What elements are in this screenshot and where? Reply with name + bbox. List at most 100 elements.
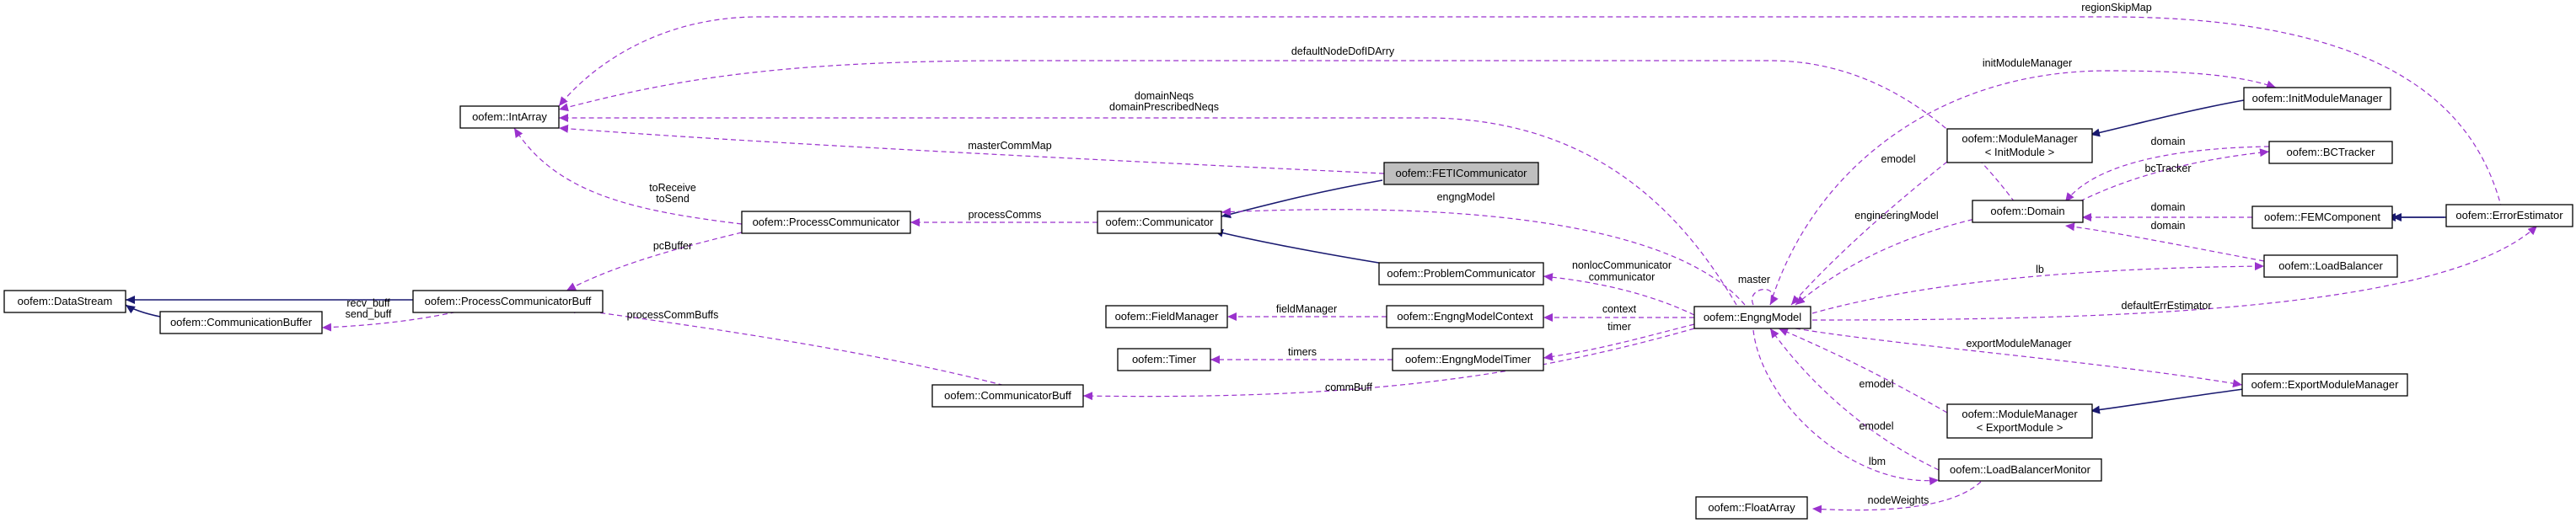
edge-inherit-initmodulemanager-modulemanager-init	[2090, 99, 2245, 137]
node-timer[interactable]: oofem::Timer	[1117, 348, 1211, 371]
label-communicator: communicator	[1589, 271, 1656, 283]
node-label: oofem::Timer	[1132, 353, 1197, 366]
edges	[125, 16, 2538, 514]
node-femcomponent[interactable]: oofem::FEMComponent	[2251, 205, 2393, 229]
edge-domain-bc	[2064, 146, 2270, 203]
node-processcommunicatorbuff[interactable]: oofem::ProcessCommunicatorBuff	[412, 290, 604, 313]
label-mastercommmap: masterCommMap	[968, 140, 1051, 152]
edge-inherit-feticommunicator-communicator	[1221, 179, 1383, 219]
node-label-line1: oofem::ModuleManager	[1962, 408, 2078, 420]
label-timers: timers	[1288, 346, 1317, 358]
edge-pcbuffer	[566, 232, 743, 291]
node-label: oofem::ExportModuleManager	[2251, 378, 2400, 391]
node-label-line2: < ExportModule >	[1977, 421, 2063, 434]
node-processcommunicator[interactable]: oofem::ProcessCommunicator	[741, 211, 911, 234]
label-context: context	[1602, 303, 1637, 315]
label-engineeringmodel: engineeringModel	[1854, 210, 1938, 221]
node-label: oofem::InitModuleManager	[2252, 92, 2383, 104]
node-errorestimator[interactable]: oofem::ErrorEstimator	[2445, 204, 2573, 227]
edge-engineeringmodel	[1795, 215, 1990, 306]
node-label: oofem::ProblemCommunicator	[1387, 267, 1536, 280]
label-tosend: toSend	[656, 193, 690, 205]
node-label: oofem::BCTracker	[2287, 146, 2376, 158]
node-label: oofem::FEMComponent	[2264, 211, 2380, 223]
edge-domainneqs	[559, 114, 1737, 306]
node-label: oofem::FieldManager	[1115, 310, 1220, 323]
node-communicationbuffer[interactable]: oofem::CommunicationBuffer	[159, 311, 323, 334]
node-problemcommunicator[interactable]: oofem::ProblemCommunicator	[1378, 262, 1544, 286]
node-engngmodelcontext[interactable]: oofem::EngngModelContext	[1386, 305, 1544, 328]
label-exportmodulemanager: exportModuleManager	[1966, 338, 2071, 350]
node-communicatorbuff[interactable]: oofem::CommunicatorBuff	[931, 384, 1084, 408]
edge-domain-lb	[2064, 222, 2265, 262]
node-label: oofem::FETICommunicator	[1395, 167, 1527, 179]
edge-toreceive	[513, 127, 743, 225]
node-loadbalancer[interactable]: oofem::LoadBalancer	[2263, 254, 2398, 278]
edge-inherit-exportmodulemanager-modulemanager-export	[2090, 388, 2245, 414]
node-engngmodel[interactable]: oofem::EngngModel	[1693, 306, 1811, 329]
node-label: oofem::LoadBalancer	[2278, 259, 2383, 272]
node-bctracker[interactable]: oofem::BCTracker	[2268, 141, 2393, 164]
node-label: oofem::LoadBalancerMonitor	[1950, 463, 2091, 476]
label-recv-buff: recv_buff	[346, 297, 390, 309]
node-fieldmanager[interactable]: oofem::FieldManager	[1105, 305, 1228, 328]
edge-labels: regionSkipMap defaultNodeDofIDArry domai…	[346, 2, 2212, 506]
edge-defaultnodedofidarry	[558, 60, 2015, 203]
edge-emodel-export	[1778, 328, 1948, 414]
node-label: oofem::CommunicatorBuff	[944, 389, 1071, 402]
edge-inherit-communicationbuffer-datastream	[125, 304, 161, 318]
edge-nodeweights	[1811, 481, 1982, 514]
edge-inherit-problemcommunicator-communicator	[1213, 228, 1400, 267]
label-nonloccommunicator: nonlocCommunicator	[1572, 259, 1672, 271]
node-feticommunicator[interactable]: oofem::FETICommunicator	[1383, 162, 1539, 185]
node-loadbalancermonitor[interactable]: oofem::LoadBalancerMonitor	[1938, 458, 2102, 482]
edge-lbm	[1752, 329, 1940, 486]
node-engngmodeltimer[interactable]: oofem::EngngModelTimer	[1392, 348, 1544, 371]
label-emodel-init: emodel	[1881, 153, 1916, 165]
node-label: oofem::CommunicationBuffer	[170, 316, 313, 328]
node-datastream[interactable]: oofem::DataStream	[3, 290, 126, 313]
label-pcbuffer: pcBuffer	[653, 240, 692, 252]
node-exportmodulemanager[interactable]: oofem::ExportModuleManager	[2241, 373, 2408, 397]
node-label: oofem::DataStream	[18, 295, 113, 307]
node-modulemanager-export[interactable]: oofem::ModuleManager < ExportModule >	[1946, 403, 2093, 439]
node-label: oofem::ErrorEstimator	[2455, 209, 2563, 221]
label-engngmodel: engngModel	[1437, 191, 1495, 203]
node-initmodulemanager[interactable]: oofem::InitModuleManager	[2243, 87, 2391, 110]
edge-master	[1751, 289, 1779, 306]
node-label: oofem::IntArray	[472, 110, 547, 123]
label-domain-bc: domain	[2151, 136, 2186, 147]
label-nodeweights: nodeWeights	[1868, 494, 1929, 506]
node-domain[interactable]: oofem::Domain	[1972, 200, 2084, 223]
label-initmodulemanager: initModuleManager	[1983, 57, 2072, 69]
node-label: oofem::EngngModelTimer	[1405, 353, 1532, 366]
label-master: master	[1738, 274, 1770, 286]
label-domainprescribedneqs: domainPrescribedNeqs	[1109, 101, 1219, 113]
edge-mastercommmap	[558, 124, 1385, 174]
label-emodel-lbm: emodel	[1860, 420, 1894, 432]
edge-defaulterrestimator	[1811, 225, 2538, 321]
node-label: oofem::FloatArray	[1708, 501, 1795, 514]
node-modulemanager-init[interactable]: oofem::ModuleManager < InitModule >	[1946, 128, 2093, 163]
label-domain-fem: domain	[2151, 201, 2186, 213]
node-floatarray[interactable]: oofem::FloatArray	[1695, 496, 1808, 520]
edge-emodel-init	[1790, 161, 1948, 306]
edge-nonloccommunicator	[1543, 273, 1695, 316]
edge-processcommbuffs	[566, 305, 1012, 388]
label-defaulterrestimator: defaultErrEstimator	[2122, 300, 2212, 312]
label-timer: timer	[1607, 321, 1631, 333]
label-emodel-export: emodel	[1860, 378, 1894, 390]
node-label: oofem::ProcessCommunicator	[753, 216, 901, 228]
edge-timer	[1543, 323, 1695, 361]
node-label-line2: < InitModule >	[1985, 146, 2054, 158]
edge-lb	[1811, 262, 2265, 314]
edge-engngmodel-communicator	[1221, 207, 1746, 306]
label-domainneqs: domainNeqs	[1135, 90, 1194, 102]
label-toreceive: toReceive	[649, 182, 696, 194]
node-label-line1: oofem::ModuleManager	[1962, 132, 2078, 145]
edge-commbuff	[1082, 328, 1695, 401]
edge-exportmodulemanager	[1795, 328, 2243, 388]
node-communicator[interactable]: oofem::Communicator	[1097, 211, 1222, 234]
node-intarray[interactable]: oofem::IntArray	[459, 105, 560, 129]
